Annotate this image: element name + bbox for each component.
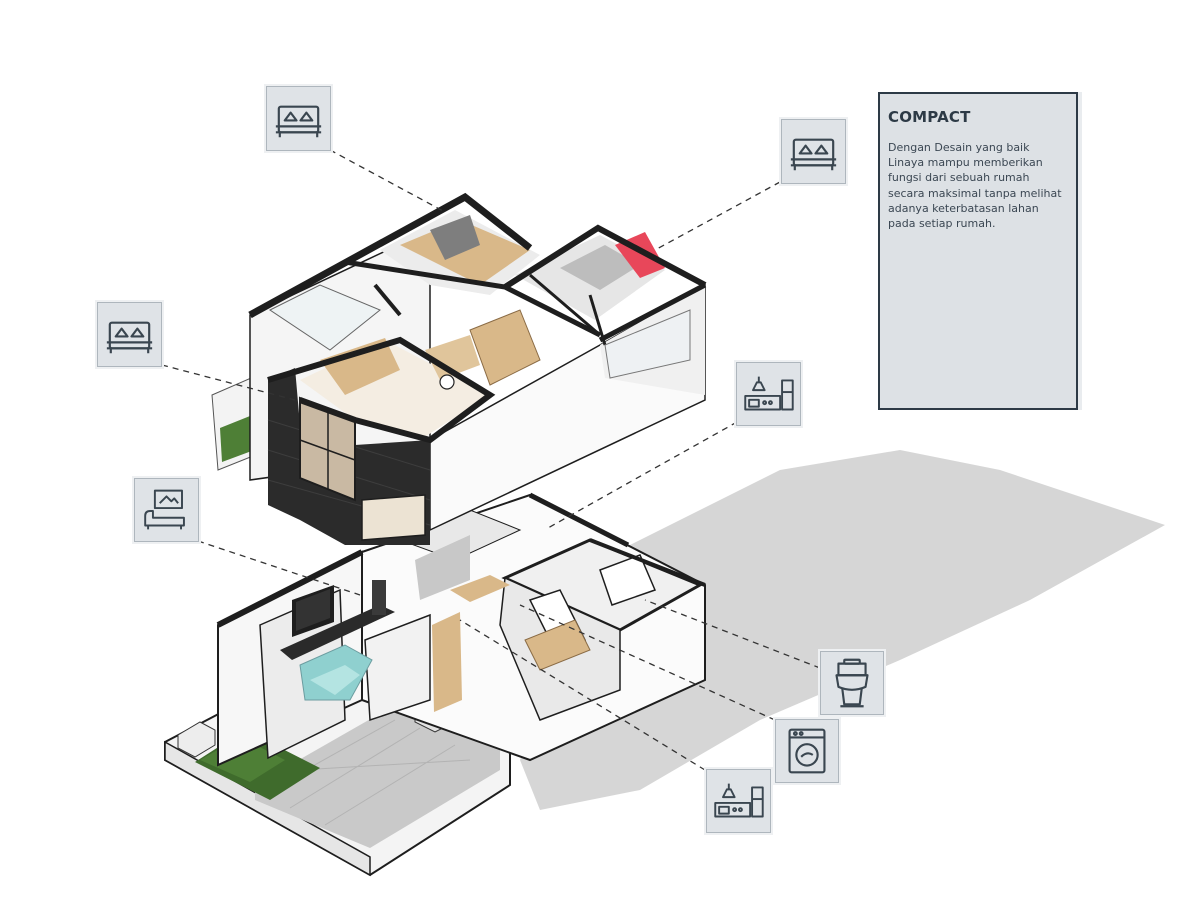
card-title: COMPACT xyxy=(888,108,971,126)
leader-line xyxy=(654,181,781,251)
card-body-text: Dengan Desain yang baik Linaya mampu mem… xyxy=(888,141,1062,231)
living-room-icon xyxy=(134,478,199,542)
leader-line xyxy=(547,421,738,529)
leader-line xyxy=(644,599,821,669)
leader-line xyxy=(459,619,706,771)
kitchen-icon xyxy=(706,769,771,833)
house-shadow xyxy=(520,450,1165,810)
ground-floor xyxy=(164,492,706,877)
leader-lines xyxy=(161,149,821,771)
kitchen-icon xyxy=(736,362,801,426)
leader-line xyxy=(161,364,296,401)
bedroom-icon xyxy=(266,86,331,151)
leader-line xyxy=(519,604,776,721)
leader-line xyxy=(329,149,446,213)
upper-floor xyxy=(211,192,707,545)
toilet-icon xyxy=(820,651,884,715)
bedroom-icon xyxy=(781,119,846,184)
bedroom-icon xyxy=(97,302,162,367)
info-card: COMPACT Dengan Desain yang baik Linaya m… xyxy=(878,92,1078,410)
washing-machine-icon xyxy=(775,719,839,783)
